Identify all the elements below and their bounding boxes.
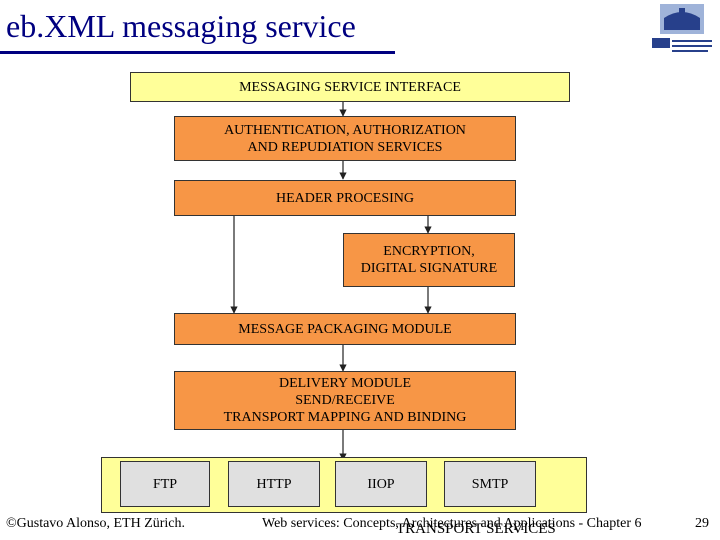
header-label: HEADER PROCESING (275, 190, 415, 206)
http-label: HTTP (256, 476, 292, 492)
delivery-label-line3: TRANSPORT MAPPING AND BINDING (223, 410, 467, 425)
transport-http-box: HTTP (228, 461, 320, 507)
ftp-label: FTP (152, 476, 178, 492)
smtp-label: SMTP (471, 476, 509, 492)
auth-label-line1: AUTHENTICATION, AUTHORIZATION (224, 122, 466, 138)
delivery-label-line2: SEND/RECEIVE (295, 393, 395, 408)
auth-services-box: AUTHENTICATION, AUTHORIZATION AND REPUDI… (174, 116, 516, 161)
auth-label-line2: AND REPUDIATION SERVICES (247, 139, 443, 155)
packaging-label: MESSAGE PACKAGING MODULE (238, 321, 452, 337)
transport-ftp-box: FTP (120, 461, 210, 507)
message-packaging-box: MESSAGE PACKAGING MODULE (174, 313, 516, 345)
footer-author: ©Gustavo Alonso, ETH Zürich. (6, 516, 186, 531)
header-processing-box: HEADER PROCESING (174, 180, 516, 216)
encryption-label-line1: ENCRYPTION, (383, 244, 475, 259)
page-number: 29 (695, 516, 709, 531)
slide-title: eb.XML messaging service (6, 8, 356, 44)
messaging-service-interface-box: MESSAGING SERVICE INTERFACE (130, 72, 570, 102)
footer-course: Web services: Concepts, Architectures an… (262, 516, 642, 531)
encryption-box: ENCRYPTION, DIGITAL SIGNATURE (343, 233, 515, 287)
delivery-module-box: DELIVERY MODULE SEND/RECEIVE TRANSPORT M… (174, 371, 516, 430)
delivery-label-line1: DELIVERY MODULE (278, 376, 412, 391)
transport-smtp-box: SMTP (444, 461, 536, 507)
transport-services-label: TRANSPORT SERVICES (396, 521, 556, 537)
encryption-label-line2: DIGITAL SIGNATURE (360, 261, 498, 276)
transport-iiop-box: IIOP (335, 461, 427, 507)
title-underline (0, 51, 395, 54)
iiop-label: IIOP (367, 476, 395, 492)
eth-logo (652, 4, 712, 52)
interface-label: MESSAGING SERVICE INTERFACE (239, 79, 461, 95)
